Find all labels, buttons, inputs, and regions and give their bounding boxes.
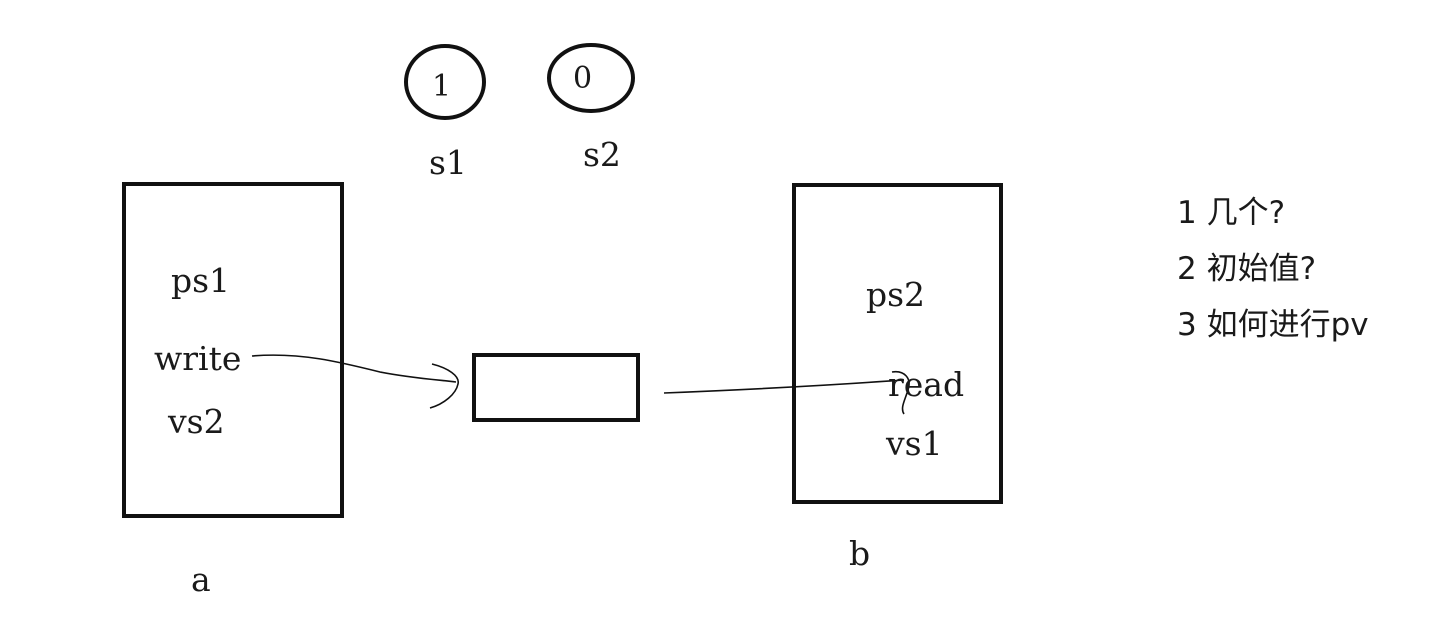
process-a-box [122,182,344,518]
process-a-line-ps1: ps1 [171,261,231,300]
write-arrow-line [251,354,457,383]
semaphore-s2-circle [547,43,635,113]
process-b-label: b [849,534,871,573]
read-arrow-head [891,370,910,415]
process-a-label: a [191,560,211,599]
semaphore-s1-name: s1 [429,143,467,182]
read-arrow-line [663,379,905,394]
semaphore-s1-value: 1 [432,69,452,104]
semaphore-s1-circle [404,44,486,120]
process-b-line-vs1: vs1 [886,424,943,463]
process-a-line-write: write [154,339,242,378]
question-2: 2 初始值? [1177,251,1317,287]
buffer-box [472,353,640,422]
process-b-box [792,183,1003,504]
process-a-line-vs2: vs2 [168,402,225,441]
process-b-line-ps2: ps2 [866,275,926,314]
process-b-line-read: read [888,365,965,404]
semaphore-s2-name: s2 [583,135,621,174]
question-3: 3 如何进行pv [1177,307,1369,343]
semaphore-s2-value: 0 [573,61,593,96]
question-1: 1 几个? [1177,195,1286,231]
write-arrow-head [429,363,459,409]
